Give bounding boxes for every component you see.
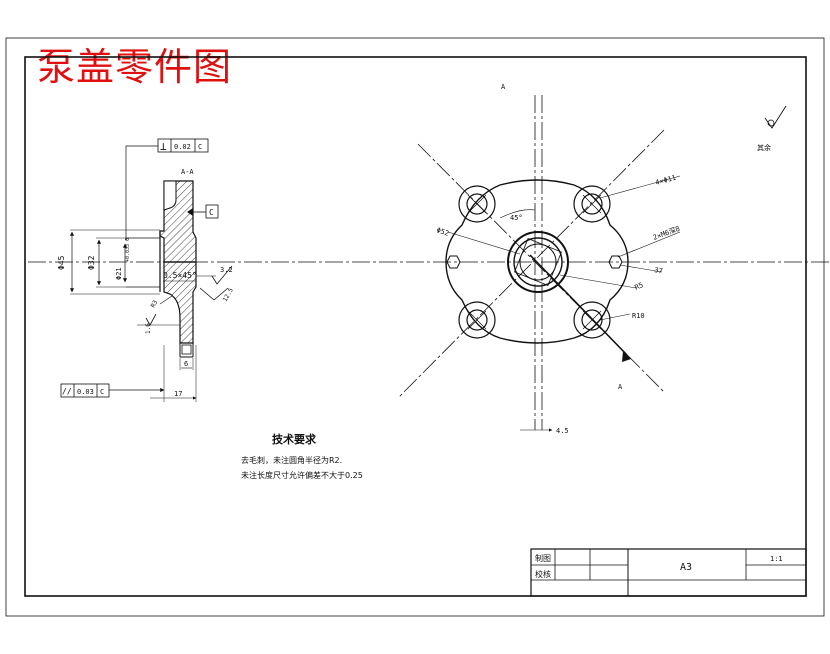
dim-length: 17 [174, 390, 182, 398]
dia-label: Φ52 [435, 226, 450, 238]
section-view: Φ45 Φ32 Φ21 +0.033 0 0.5×45° A-A ⊥ 0.02 … [28, 138, 830, 402]
perpendicularity-symbol: ⊥ [160, 140, 167, 153]
holes-label: 4×Φ11 [654, 174, 676, 187]
perpendicularity-datum: C [198, 143, 202, 151]
offset-label: 37 [654, 266, 664, 275]
section-lower-hatch [163, 261, 197, 344]
parallelism-value: 0.03 [77, 388, 94, 396]
pump-cover-outline [445, 179, 629, 344]
dim-fillet: R3 [150, 299, 160, 309]
roughness-general-label: 其余 [757, 143, 771, 152]
datum-c: C [187, 204, 219, 219]
bolt-hole-bottom-left [458, 301, 496, 339]
front-view: A A 45° 4×Φ11 2×M6深8 37 Φ52 R5 R10 4.5 [397, 83, 681, 435]
drawing-title: 泵盖零件图 [37, 45, 233, 89]
title-block-row1-label: 制图 [535, 553, 551, 563]
section-mark-bottom: A [618, 383, 623, 391]
width-label: 4.5 [556, 427, 569, 435]
dim-second-diameter: Φ32 [87, 255, 96, 270]
title-block: 制图 校核 A3 1:1 [530, 548, 807, 597]
parallelism-frame: // 0.03 C [60, 383, 165, 398]
sheet-outer-frame [5, 37, 825, 617]
section-label: A-A [181, 168, 194, 176]
tech-line-2: 未注长度尺寸允许偏差不大于0.25 [241, 470, 363, 480]
title-block-scale: 1:1 [770, 555, 783, 563]
parallelism-datum: C [100, 388, 104, 396]
roughness-general: 其余 [757, 105, 787, 152]
dim-thickness: 6 [184, 360, 188, 368]
bolt-hole-top-right [573, 185, 611, 223]
thread-hole-right [608, 255, 623, 269]
angle-label: 45° [510, 214, 523, 222]
thread-label: 2×M6深8 [652, 224, 681, 242]
thread-hole-left [446, 255, 461, 269]
title-block-sheet-size: A3 [680, 562, 692, 573]
dim-bore-tolerance: +0.033 0 [125, 238, 131, 262]
radius-hole-label: R10 [632, 312, 645, 320]
roughness-mark-c: 1.6 [137, 313, 180, 334]
perpendicularity-frame: ⊥ 0.02 C [125, 138, 209, 240]
radius-small-label: R5 [633, 281, 644, 292]
central-boss [507, 231, 569, 293]
roughness-mark-a: 3.2 [196, 265, 233, 285]
dim-outer-diameter: Φ45 [57, 255, 66, 270]
sheet-inner-frame [24, 56, 807, 597]
tech-requirements: 技术要求 去毛刺，未注圆角半径为R2. 未注长度尺寸允许偏差不大于0.25 [241, 432, 363, 480]
dim-bore-diameter: Φ21 [115, 267, 123, 280]
roughness-mark-b: 12.5 [199, 287, 235, 303]
perpendicularity-value: 0.02 [174, 143, 191, 151]
svg-text:3.2: 3.2 [220, 266, 233, 274]
parallelism-symbol: // [62, 387, 72, 396]
svg-text:12.5: 12.5 [222, 287, 235, 303]
svg-text:1.6: 1.6 [145, 323, 152, 334]
bolt-hole-top-left [458, 185, 496, 223]
section-mark-top: A [501, 83, 506, 91]
dim-chamfer: 0.5×45° [163, 271, 197, 280]
tech-line-1: 去毛刺，未注圆角半径为R2. [241, 455, 342, 465]
tech-heading: 技术要求 [272, 432, 317, 446]
datum-c-label: C [209, 208, 214, 217]
title-block-row2-label: 校核 [535, 569, 551, 579]
